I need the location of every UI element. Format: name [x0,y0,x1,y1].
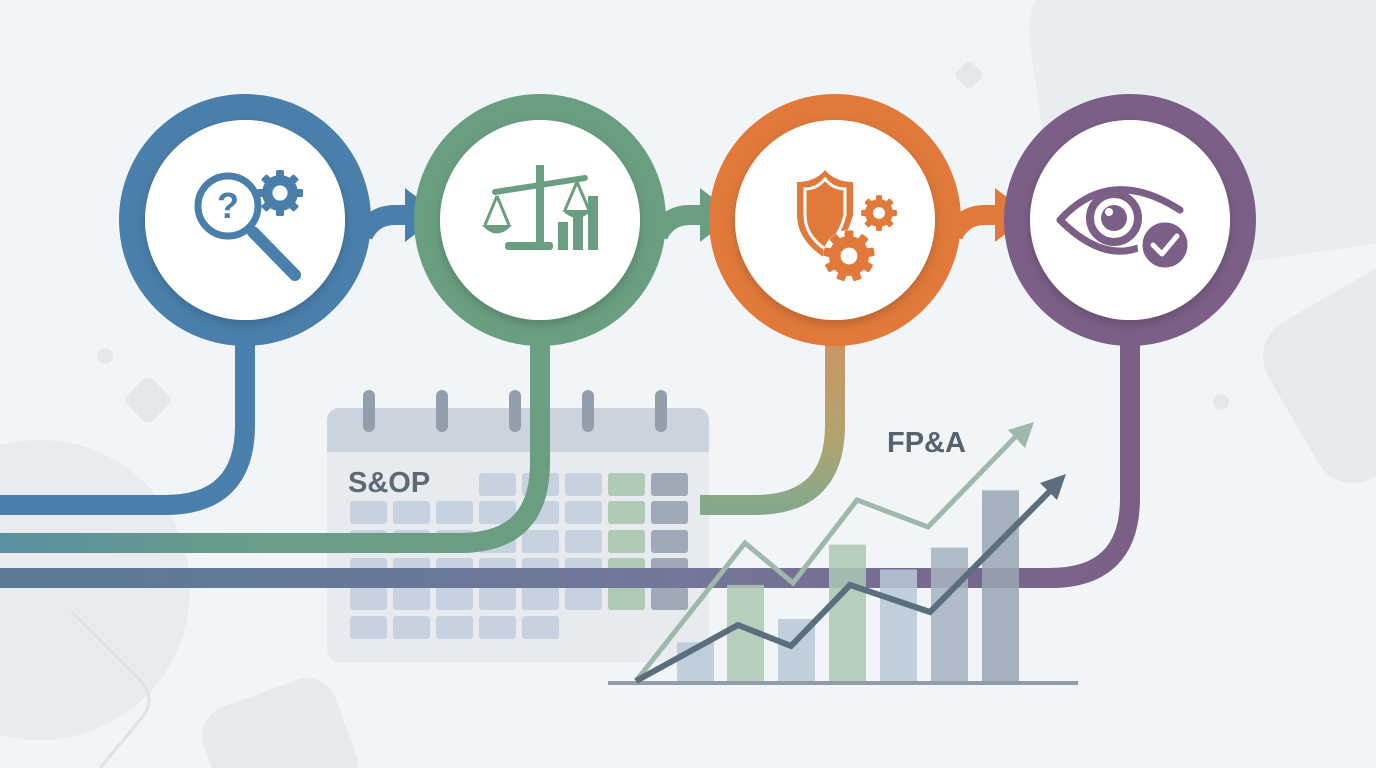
svg-text:?: ? [217,185,239,226]
chart-label: FP&A [887,427,966,459]
step-2-node [414,94,666,346]
shield-gears-icon [797,170,897,282]
fpa-chart: FP&A [608,422,1078,685]
search-question-gear-icon: ? [194,169,304,281]
scale-bar-chart-icon [482,165,598,250]
step-1-node: ? [119,94,371,346]
step-4-node [1004,94,1256,346]
calendar-label: S&OP [348,467,430,499]
flow-lines [0,340,1140,588]
step-3-node [709,94,961,346]
eye-check-icon [1056,186,1193,273]
